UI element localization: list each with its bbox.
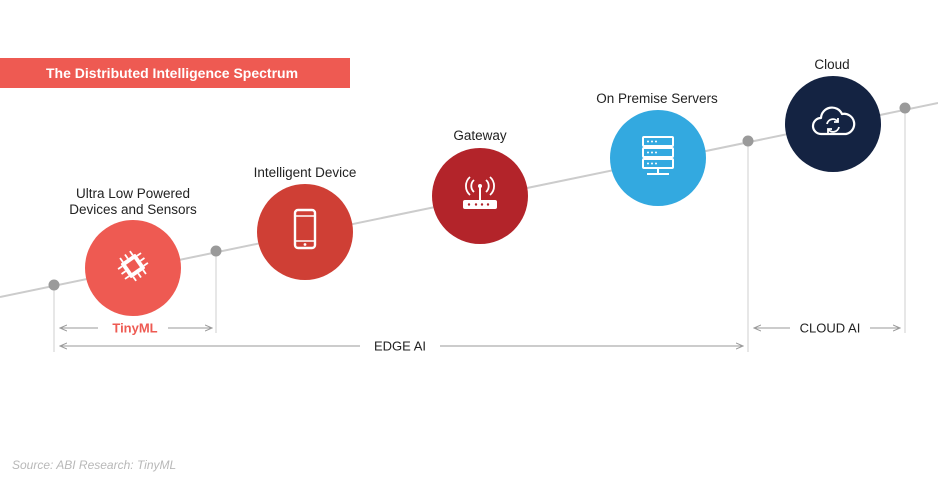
source-note: Source: ABI Research: TinyML xyxy=(12,458,177,472)
node-circle-intelligent-device xyxy=(257,184,353,280)
node-circle-gateway xyxy=(432,148,528,244)
spectrum-dot-2 xyxy=(210,245,222,257)
node-label-cloud: Cloud xyxy=(814,57,850,72)
cloud-sync-icon xyxy=(809,104,857,145)
node-label-intelligent-device: Intelligent Device xyxy=(253,165,357,180)
spectrum-dot-4 xyxy=(899,102,911,114)
chip-icon xyxy=(113,246,153,291)
diagram-title: The Distributed Intelligence Spectrum xyxy=(0,58,350,88)
router-icon xyxy=(458,174,502,219)
node-circle-servers xyxy=(610,110,706,206)
node-label-gateway: Gateway xyxy=(453,128,507,143)
spectrum-dot-1 xyxy=(48,279,60,291)
range-label-edge-ai: EDGE AI xyxy=(367,338,433,354)
node-circle-sensors xyxy=(85,220,181,316)
server-icon xyxy=(638,134,678,183)
spectrum-dot-3 xyxy=(742,135,754,147)
range-label-tinyml: TinyML xyxy=(108,320,162,336)
node-label-sensors: Ultra Low Powered Devices and Sensors xyxy=(69,186,197,217)
node-label-servers: On Premise Servers xyxy=(596,91,718,106)
smartphone-icon xyxy=(290,208,320,257)
range-label-cloud-ai: CLOUD AI xyxy=(793,320,867,336)
node-circle-cloud xyxy=(785,76,881,172)
